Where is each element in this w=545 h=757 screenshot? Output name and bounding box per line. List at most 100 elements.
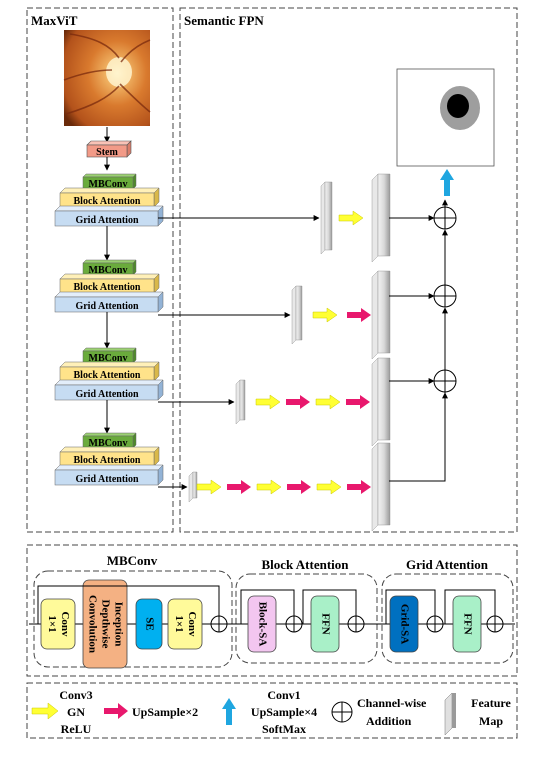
block-sa-box: Block-SA bbox=[247, 595, 277, 653]
grid-attention-label: Grid Attention bbox=[75, 474, 138, 485]
legend-conv3-line2: GN bbox=[67, 705, 85, 719]
grid-attention-block bbox=[54, 291, 164, 313]
grid-attention-label: Grid Attention bbox=[75, 389, 138, 400]
block-attention-group bbox=[235, 573, 378, 664]
conv3-gn-relu-arrow bbox=[315, 394, 341, 410]
conv3-gn-relu-arrow bbox=[256, 479, 282, 495]
fpn-row-2 bbox=[158, 270, 391, 360]
legend-upsample2: UpSample×2 bbox=[132, 705, 198, 719]
mbconv-label: MBConv bbox=[89, 353, 128, 364]
ffn-a-skip bbox=[302, 589, 357, 624]
legend-panel bbox=[26, 682, 518, 739]
block-sa-add-node bbox=[285, 615, 303, 633]
inception-depthwise-box-text: Depthwise bbox=[99, 600, 111, 649]
grid-attention-block bbox=[54, 205, 164, 227]
legend: Conv3 GN ReLU UpSample×2 Conv1 UpSample×… bbox=[31, 688, 512, 736]
block-attention-label: Block Attention bbox=[74, 282, 141, 293]
grid-attention-label: Grid Attention bbox=[75, 215, 138, 226]
mbconv-detail-title: MBConv bbox=[107, 553, 158, 568]
fpn-feature-map bbox=[371, 357, 391, 447]
inception-depthwise-box-text: Convolution bbox=[86, 595, 98, 653]
add-node-2 bbox=[433, 284, 457, 308]
maxvit-title: MaxViT bbox=[31, 13, 78, 28]
mbconv-add-node bbox=[210, 615, 228, 633]
upsample-x2-arrow bbox=[346, 395, 370, 409]
fpn-feature-map bbox=[371, 442, 391, 532]
legend-conv3-line1: Conv3 bbox=[59, 688, 92, 702]
mbconv-group bbox=[33, 570, 233, 668]
mbconv-block bbox=[82, 432, 137, 449]
block-sa-box-text: Block-SA bbox=[256, 602, 268, 647]
retina-input-image bbox=[63, 30, 151, 126]
block-attention-label: Block Attention bbox=[74, 196, 141, 207]
upsample-x2-arrow bbox=[227, 480, 251, 494]
grid-sa-skip bbox=[385, 589, 436, 624]
fpn-feature-map bbox=[371, 270, 391, 360]
fpn-title: Semantic FPN bbox=[184, 13, 264, 28]
inception-depthwise-box-text: Inception bbox=[112, 602, 124, 647]
grid-sa-add-node bbox=[426, 615, 444, 633]
conv1x1-box-b-text: 1×1 bbox=[173, 615, 185, 632]
upsample-x2-arrow bbox=[347, 308, 371, 322]
legend-add-line2: Addition bbox=[366, 714, 412, 728]
legend-feature-map-symbol bbox=[444, 692, 456, 736]
mbconv-label: MBConv bbox=[89, 179, 128, 190]
grid-attention-block bbox=[54, 464, 164, 486]
fpn-row-1 bbox=[158, 173, 391, 263]
fpn-panel bbox=[179, 7, 518, 533]
ffn-b-skip bbox=[444, 589, 496, 624]
stem-label: Stem bbox=[96, 147, 118, 158]
detail-panel bbox=[26, 544, 518, 677]
legend-magenta-arrow bbox=[104, 703, 128, 719]
segmentation-output bbox=[396, 68, 495, 167]
bottom-row-path bbox=[389, 392, 446, 482]
legend-addition-symbol bbox=[331, 701, 353, 723]
grid-attention-detail-title: Grid Attention bbox=[406, 557, 489, 572]
mbconv-label: MBConv bbox=[89, 438, 128, 449]
upsample-x2-arrow bbox=[347, 480, 371, 494]
block-attention-label: Block Attention bbox=[74, 455, 141, 466]
legend-fm-line2: Map bbox=[479, 714, 503, 728]
ffn-a-add-node bbox=[347, 615, 365, 633]
ffn-box-a-text: FFN bbox=[319, 613, 331, 634]
conv3-gn-relu-arrow bbox=[338, 210, 364, 226]
legend-blue-arrow bbox=[222, 698, 236, 725]
lateral-feature-map bbox=[291, 285, 303, 345]
conv3-gn-relu-arrow bbox=[312, 307, 338, 323]
conv3-gn-relu-arrow bbox=[316, 479, 342, 495]
conv1x1-box-b-text: Conv bbox=[186, 611, 198, 637]
conv3-gn-relu-arrow bbox=[255, 394, 281, 410]
fpn-row-3 bbox=[158, 357, 391, 447]
mbconv-block bbox=[82, 173, 137, 190]
grid-sa-box: Grid-SA bbox=[389, 595, 419, 653]
add-node-3 bbox=[433, 369, 457, 393]
block-sa-skip bbox=[240, 589, 295, 624]
grid-attention-group bbox=[381, 573, 514, 664]
legend-fm-line1: Feature bbox=[471, 696, 511, 710]
se-box: SE bbox=[135, 598, 163, 650]
block-attention-block bbox=[59, 187, 160, 208]
block-attention-detail-title: Block Attention bbox=[261, 557, 349, 572]
mbconv-skip bbox=[37, 585, 220, 624]
upsample-x2-arrow bbox=[287, 480, 311, 494]
maxvit-panel bbox=[26, 7, 174, 533]
ffn-box-b: FFN bbox=[452, 595, 482, 653]
conv1x1-box-a-text: Conv bbox=[59, 611, 71, 637]
legend-conv3-line3: ReLU bbox=[61, 722, 92, 736]
legend-add-line1: Channel-wise bbox=[357, 696, 427, 710]
grid-attention-label: Grid Attention bbox=[75, 301, 138, 312]
stem-block: Stem bbox=[86, 140, 132, 158]
fpn-row-4 bbox=[158, 442, 391, 532]
legend-conv1-line2: UpSample×4 bbox=[251, 705, 317, 719]
conv1-upsample-softmax-arrow bbox=[440, 169, 454, 196]
mbconv-block bbox=[82, 259, 137, 276]
grid-sa-box-text: Grid-SA bbox=[398, 604, 410, 644]
